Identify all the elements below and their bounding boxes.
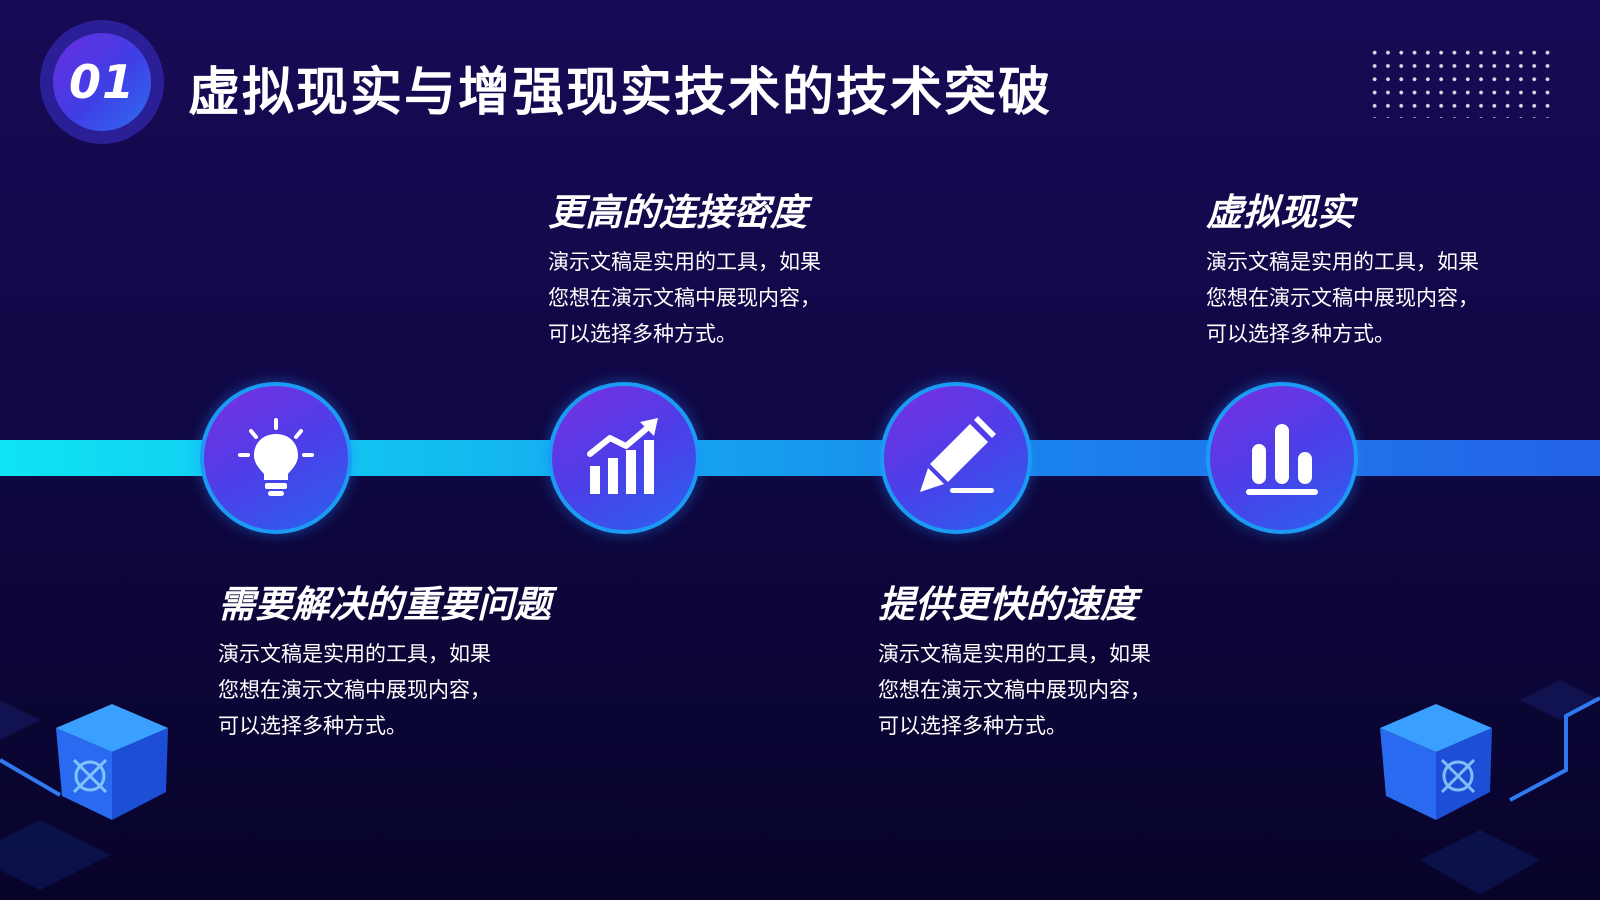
- timeline-node-1: [200, 382, 352, 534]
- step-2-block: 更高的连接密度 演示文稿是实用的工具，如果您想在演示文稿中展现内容，可以选择多种…: [548, 182, 848, 352]
- dot-grid-decoration: [1368, 46, 1554, 118]
- step-4-text: 演示文稿是实用的工具，如果您想在演示文稿中展现内容，可以选择多种方式。: [1206, 250, 1479, 346]
- cube-decoration-left: [0, 700, 168, 890]
- step-1-text: 演示文稿是实用的工具，如果您想在演示文稿中展现内容，可以选择多种方式。: [218, 642, 491, 738]
- lightbulb-icon: [238, 418, 314, 496]
- step-4-heading: 虚拟现实: [1206, 191, 1354, 234]
- step-2-heading: 更高的连接密度: [548, 191, 807, 234]
- cube-decoration-right: [1380, 680, 1600, 895]
- step-2-text: 演示文稿是实用的工具，如果您想在演示文稿中展现内容，可以选择多种方式。: [548, 250, 821, 346]
- growth-chart-icon: [587, 418, 658, 494]
- pencil-icon: [920, 416, 996, 493]
- timeline-node-4: [1206, 382, 1358, 534]
- step-1-block: 需要解决的重要问题 演示文稿是实用的工具，如果您想在演示文稿中展现内容，可以选择…: [218, 574, 551, 744]
- timeline-node-3: [880, 382, 1032, 534]
- step-3-block: 提供更快的速度 演示文稿是实用的工具，如果您想在演示文稿中展现内容，可以选择多种…: [878, 574, 1178, 744]
- step-3-heading: 提供更快的速度: [878, 583, 1137, 626]
- step-1-heading: 需要解决的重要问题: [218, 583, 551, 626]
- bar-chart-icon: [1246, 424, 1318, 495]
- timeline-node-2: [548, 382, 700, 534]
- step-4-block: 虚拟现实 演示文稿是实用的工具，如果您想在演示文稿中展现内容，可以选择多种方式。: [1206, 182, 1506, 352]
- section-number-badge: 01: [40, 20, 164, 144]
- step-3-text: 演示文稿是实用的工具，如果您想在演示文稿中展现内容，可以选择多种方式。: [878, 642, 1151, 738]
- section-number: 01: [53, 33, 151, 131]
- page-title: 虚拟现实与增强现实技术的技术突破: [188, 63, 1053, 123]
